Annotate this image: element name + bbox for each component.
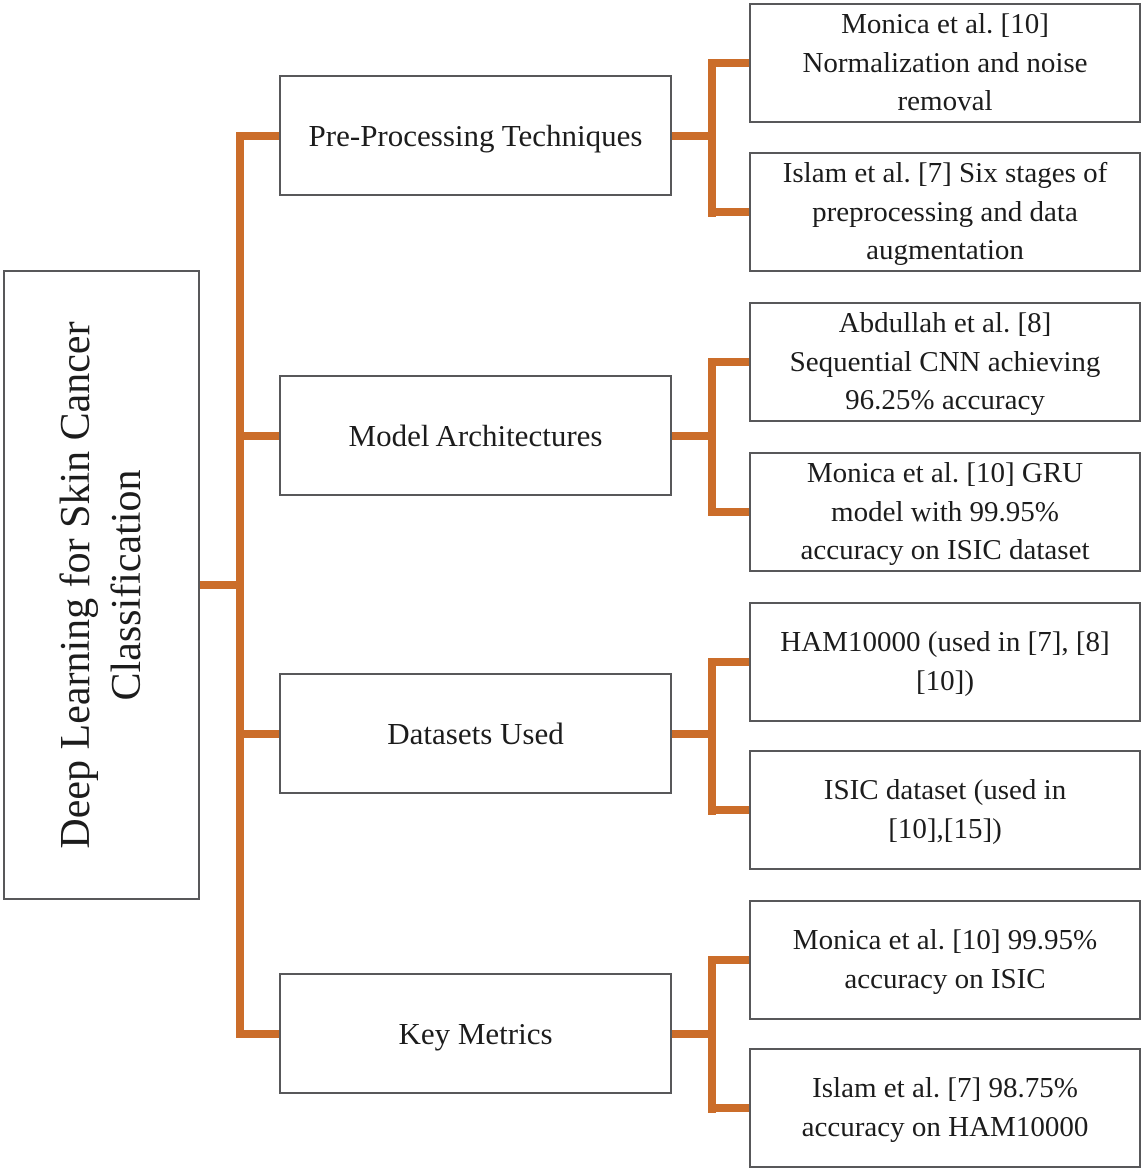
connector-child-stub-1-1	[708, 59, 752, 67]
leaf-node-text: Abdullah et al. [8] Sequential CNN achie…	[789, 306, 1101, 417]
leaf-node-text: Islam et al. [7] 98.75% accuracy on HAM1…	[801, 1072, 1089, 1143]
connector-bracket-1	[708, 59, 716, 217]
connector-root-stub	[198, 581, 244, 589]
connector-branch-feed-3	[236, 730, 280, 738]
leaf-node-monica-normalization: Monica et al. [10] Normalization and noi…	[749, 3, 1141, 123]
leaf-node-ham10000: HAM10000 (used in [7], [8] [10])	[749, 602, 1141, 722]
branch-node-datasets-used: Datasets Used	[279, 673, 672, 794]
connector-bracket-3	[708, 658, 716, 815]
connector-child-stub-4-2	[708, 1104, 752, 1112]
connector-child-stub-2-2	[708, 508, 752, 516]
branch-node-label: Datasets Used	[387, 715, 564, 751]
branch-node-label: Key Metrics	[398, 1015, 553, 1051]
connector-child-stub-3-2	[708, 806, 752, 814]
branch-node-label: Pre-Processing Techniques	[308, 117, 643, 153]
branch-node-pre-processing: Pre-Processing Techniques	[279, 75, 672, 196]
branch-node-key-metrics: Key Metrics	[279, 973, 672, 1094]
connector-child-stub-3-1	[708, 658, 752, 666]
connector-child-stub-4-1	[708, 956, 752, 964]
leaf-node-abdullah-cnn: Abdullah et al. [8] Sequential CNN achie…	[749, 302, 1141, 422]
connector-child-stub-1-2	[708, 208, 752, 216]
connector-group-feed-3	[671, 730, 716, 738]
connector-branch-feed-2	[236, 432, 280, 440]
leaf-node-text: ISIC dataset (used in [10],[15])	[823, 774, 1067, 845]
leaf-node-monica-accuracy: Monica et al. [10] 99.95% accuracy on IS…	[749, 900, 1141, 1020]
connector-bracket-4	[708, 956, 716, 1113]
connector-group-feed-2	[671, 432, 716, 440]
root-node-label: Deep Learning for Skin Cancer Classifica…	[52, 321, 150, 849]
connector-trunk	[236, 132, 244, 1038]
connector-child-stub-2-1	[708, 358, 752, 366]
leaf-node-islam-accuracy: Islam et al. [7] 98.75% accuracy on HAM1…	[749, 1048, 1141, 1168]
leaf-node-text: HAM10000 (used in [7], [8] [10])	[780, 626, 1110, 697]
leaf-node-text: Monica et al. [10] GRU model with 99.95%…	[800, 456, 1090, 567]
leaf-node-islam-preprocessing: Islam et al. [7] Six stages of preproces…	[749, 152, 1141, 272]
connector-bracket-2	[708, 358, 716, 516]
leaf-node-text: Islam et al. [7] Six stages of preproces…	[782, 156, 1108, 267]
branch-node-label: Model Architectures	[348, 417, 603, 453]
root-node: Deep Learning for Skin Cancer Classifica…	[3, 270, 200, 900]
leaf-node-text: Monica et al. [10] Normalization and noi…	[802, 7, 1088, 118]
branch-node-model-architectures: Model Architectures	[279, 375, 672, 496]
connector-branch-feed-4	[236, 1030, 280, 1038]
leaf-node-monica-gru: Monica et al. [10] GRU model with 99.95%…	[749, 452, 1141, 572]
connector-branch-feed-1	[236, 132, 280, 140]
leaf-node-isic-dataset: ISIC dataset (used in [10],[15])	[749, 750, 1141, 870]
leaf-node-text: Monica et al. [10] 99.95% accuracy on IS…	[792, 924, 1098, 995]
connector-group-feed-1	[671, 132, 716, 140]
connector-group-feed-4	[671, 1030, 716, 1038]
